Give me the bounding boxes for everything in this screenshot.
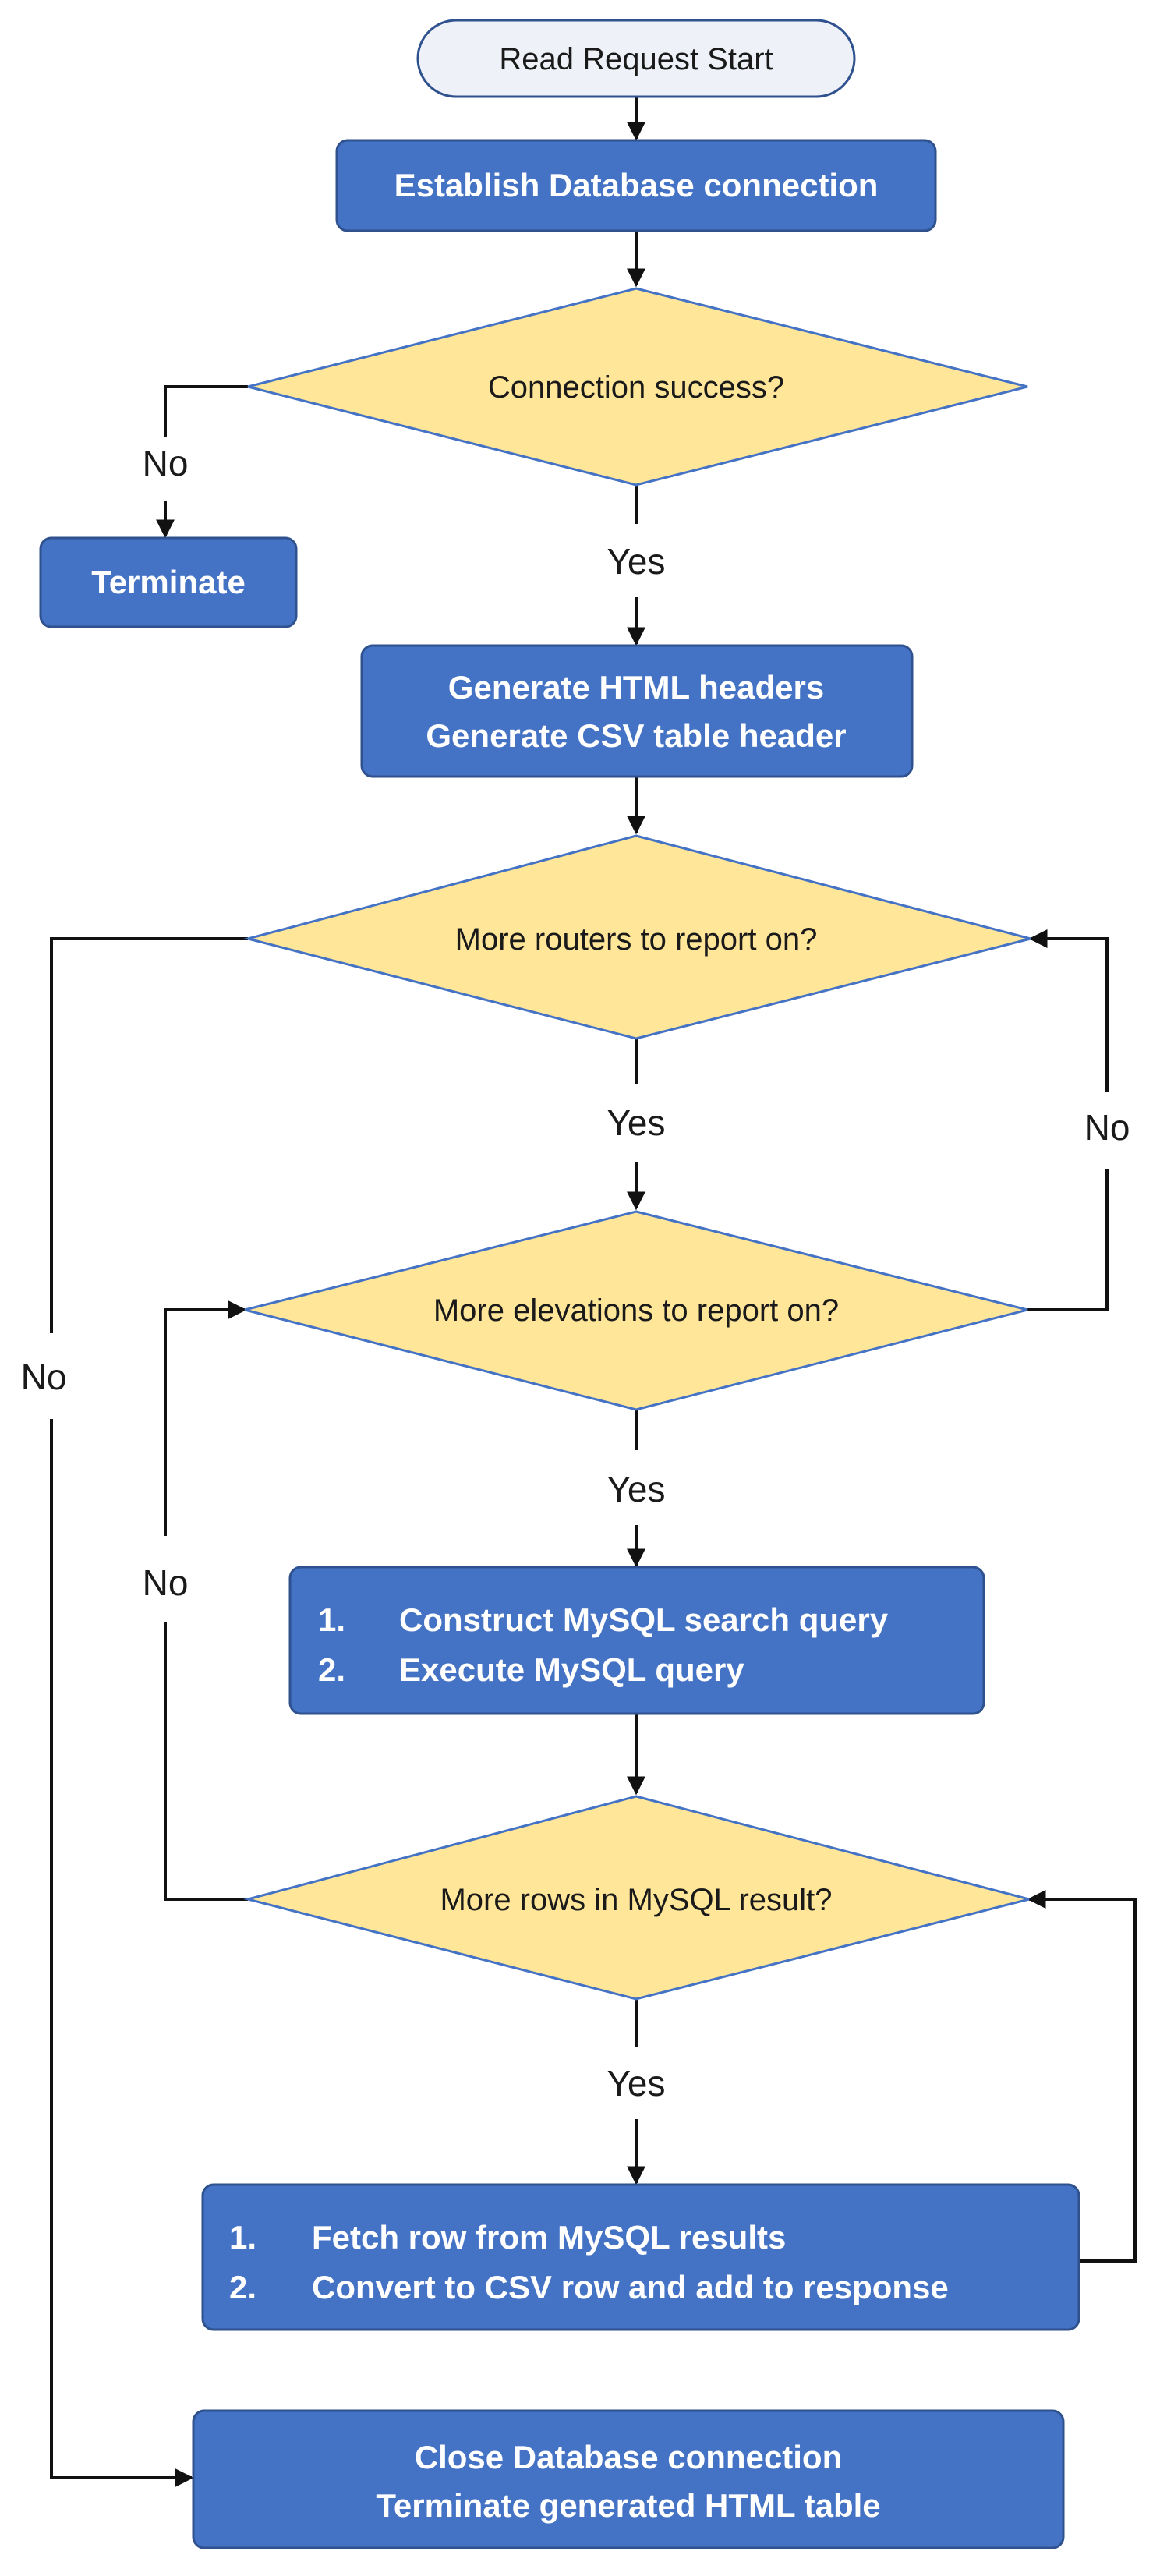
label-connection-yes: Yes [607, 541, 665, 582]
establish-connection-label: Establish Database connection [394, 167, 879, 203]
start-shape [416, 19, 856, 98]
construct-query-item2-number: 2. [318, 1651, 345, 1688]
connection-success-label: Connection success? [488, 370, 784, 405]
fetch-row-node: 1. Fetch row from MySQL results 2. Conve… [201, 2183, 1080, 2331]
start-label: Read Request Start [499, 42, 773, 76]
establish-connection-node: Establish Database connection [335, 139, 937, 232]
fetch-row-shape [201, 2183, 1080, 2331]
construct-query-item1-number: 1. [318, 1601, 345, 1638]
edge-fetch-loop-to-more-rows [1027, 1890, 1137, 2263]
construct-query-item1-text: Construct MySQL search query [399, 1601, 889, 1638]
fetch-row-item2-text: Convert to CSV row and add to response [312, 2269, 949, 2305]
generate-headers-line2: Generate CSV table header [426, 717, 846, 754]
construct-query-node: 1. Construct MySQL search query 2. Execu… [288, 1566, 985, 1715]
close-connection-line2: Terminate generated HTML table [376, 2487, 880, 2524]
terminate-node: Terminate [39, 536, 298, 628]
edge-routers-no-top [50, 937, 248, 1333]
edge-rows-no-top [164, 1300, 247, 1536]
generate-headers-shape [360, 644, 914, 778]
label-routers-yes: Yes [607, 1102, 665, 1143]
edges [50, 97, 1137, 2487]
edge-routers-no-bottom [50, 1419, 194, 2487]
label-elevations-no-left: No [21, 1357, 67, 1397]
terminate-shape [39, 536, 298, 628]
more-rows-shape [243, 1795, 1030, 2001]
edge-elevations-no-bottom [1027, 1169, 1109, 1311]
more-routers-label: More routers to report on? [455, 922, 818, 957]
generate-headers-node: Generate HTML headers Generate CSV table… [360, 644, 914, 778]
construct-query-shape [288, 1566, 985, 1715]
label-routers-no: No [1084, 1107, 1130, 1148]
more-elevations-label: More elevations to report on? [433, 1293, 839, 1328]
close-connection-shape [192, 2409, 1065, 2549]
more-rows-node: More rows in MySQL result? [243, 1795, 1030, 2001]
construct-query-item2-text: Execute MySQL query [399, 1651, 744, 1688]
close-connection-line1: Close Database connection [415, 2439, 842, 2475]
terminate-label: Terminate [91, 564, 246, 600]
edge-connection-no-to-terminate [164, 385, 248, 437]
label-connection-no: No [143, 443, 189, 483]
edge-elevations-no-top [1028, 929, 1109, 1092]
connection-success-shape [247, 287, 1028, 487]
establish-connection-shape [335, 139, 937, 232]
more-elevations-node: More elevations to report on? [244, 1210, 1028, 1411]
connection-success-node: Connection success? [247, 287, 1028, 487]
more-elevations-shape [244, 1210, 1028, 1411]
label-elevations-yes: Yes [607, 1469, 665, 1509]
edge-labels: No Yes Yes No Yes No No Yes [21, 443, 1130, 2104]
label-rows-no: No [143, 1562, 189, 1603]
generate-headers-line1: Generate HTML headers [448, 669, 824, 706]
fetch-row-item1-number: 1. [229, 2219, 256, 2256]
close-connection-node: Close Database connection Terminate gene… [192, 2409, 1065, 2549]
label-rows-yes: Yes [607, 2063, 665, 2104]
more-routers-node: More routers to report on? [243, 834, 1031, 1040]
fetch-row-item2-number: 2. [229, 2269, 256, 2305]
more-routers-shape [243, 834, 1031, 1040]
edge-rows-no-bottom [164, 1622, 248, 1901]
more-rows-label: More rows in MySQL result? [440, 1883, 832, 1917]
start-node: Read Request Start [416, 19, 856, 98]
fetch-row-item1-text: Fetch row from MySQL results [312, 2219, 786, 2256]
